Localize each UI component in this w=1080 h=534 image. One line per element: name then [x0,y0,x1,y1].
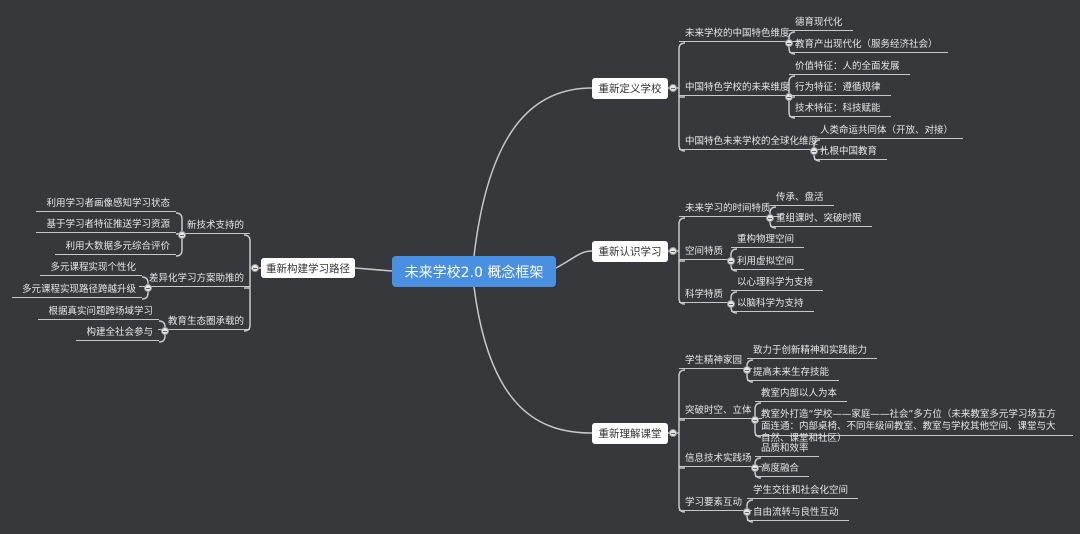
leaf-topic[interactable]: 人类命运共同体（开放、对接） [814,125,964,139]
subtopic[interactable]: 中国特色学校的未来维度 [679,82,800,96]
subtopic[interactable]: 新技术支持的 [176,220,250,234]
collapse-toggle[interactable] [251,264,259,272]
collapse-toggle[interactable] [669,84,677,92]
collapse-toggle[interactable] [743,366,751,374]
collapse-toggle[interactable] [669,247,677,255]
main-topic-rethink-learning[interactable]: 重新认识学习 [592,241,668,262]
collapse-toggle[interactable] [743,508,751,516]
collapse-toggle[interactable] [766,214,774,222]
leaf-topic[interactable]: 以脑科学为支持 [731,298,814,312]
leaf-topic[interactable]: 构建全社会参与 [76,327,159,341]
leaf-topic[interactable]: 学生交往和社会化空间 [747,485,859,499]
leaf-topic[interactable]: 致力于创新精神和实践能力 [747,345,878,359]
leaf-topic[interactable]: 多元课程实现路径跨越升级 [11,284,142,298]
subtopic[interactable]: 空间特质 [679,246,734,260]
subtopic[interactable]: 学习要素互动 [679,497,753,511]
leaf-topic[interactable]: 根据真实问题跨场域学习 [38,306,159,320]
leaf-topic[interactable]: 基于学习者特征推送学习资源 [36,219,176,233]
leaf-topic[interactable]: 教室外打造“学校——家庭——社会”多方位（未来教室多元学习场五方面连通：内部桌椅… [755,409,1073,444]
subtopic[interactable]: 突破时空、立体 [679,405,762,419]
collapse-toggle[interactable] [785,93,793,101]
leaf-topic[interactable]: 教育产出现代化（服务经济社会） [789,39,948,53]
leaf-topic[interactable]: 德育现代化 [789,17,853,31]
subtopic[interactable]: 未来学校的中国特色维度 [679,28,800,42]
collapse-toggle[interactable] [161,327,169,335]
collapse-toggle[interactable] [727,300,735,308]
main-topic-reunderstand-classroom[interactable]: 重新理解课堂 [592,423,668,444]
subtopic[interactable]: 中国特色未来学校的全球化维度 [679,136,829,150]
leaf-topic[interactable]: 教室内部以人为本 [755,388,848,402]
main-topic-redefine-school[interactable]: 重新定义学校 [592,78,668,99]
leaf-topic[interactable]: 技术特征：科技赋能 [789,103,891,117]
collapse-toggle[interactable] [669,429,677,437]
subtopic[interactable]: 科学特质 [679,289,734,303]
leaf-topic[interactable]: 行为特征：遵循规律 [789,82,891,96]
leaf-topic[interactable]: 多元课程实现个性化 [40,262,142,276]
collapse-toggle[interactable] [785,39,793,47]
leaf-topic[interactable]: 扎根中国教育 [814,146,888,160]
leaf-topic[interactable]: 利用虚拟空间 [731,256,805,270]
collapse-toggle[interactable] [178,231,186,239]
subtopic[interactable]: 差异化学习方案助推的 [138,273,250,287]
collapse-toggle[interactable] [751,464,759,472]
leaf-topic[interactable]: 以心理科学为支持 [731,277,824,291]
leaf-topic[interactable]: 重构物理空间 [731,234,805,248]
leaf-topic[interactable]: 自由流转与良性互动 [747,507,849,521]
leaf-topic[interactable]: 传承、盘活 [770,192,834,206]
collapse-toggle[interactable] [144,284,152,292]
leaf-topic[interactable]: 提高未来生存技能 [747,367,840,381]
leaf-topic[interactable]: 高度融合 [755,463,810,477]
leaf-topic[interactable]: 利用学习者画像感知学习状态 [36,198,176,212]
central-topic[interactable]: 未来学校2.0 概念框架 [392,256,556,287]
leaf-topic[interactable]: 重组课时、突破时限 [770,213,872,227]
subtopic[interactable]: 教育生态圈承载的 [157,316,250,330]
collapse-toggle[interactable] [727,257,735,265]
collapse-toggle[interactable] [751,416,759,424]
leaf-topic[interactable]: 利用大数据多元综合评价 [55,241,176,255]
main-topic-rebuild-learning-path[interactable]: 重新构建学习路径 [261,258,355,278]
leaf-topic[interactable]: 品质和效率 [755,443,819,457]
collapse-toggle[interactable] [810,147,818,155]
leaf-topic[interactable]: 价值特征：人的全面发展 [789,61,910,75]
subtopic[interactable]: 信息技术实践场 [679,453,762,467]
subtopic[interactable]: 未来学习的时间特质 [679,203,781,217]
subtopic[interactable]: 学生精神家园 [679,355,753,369]
